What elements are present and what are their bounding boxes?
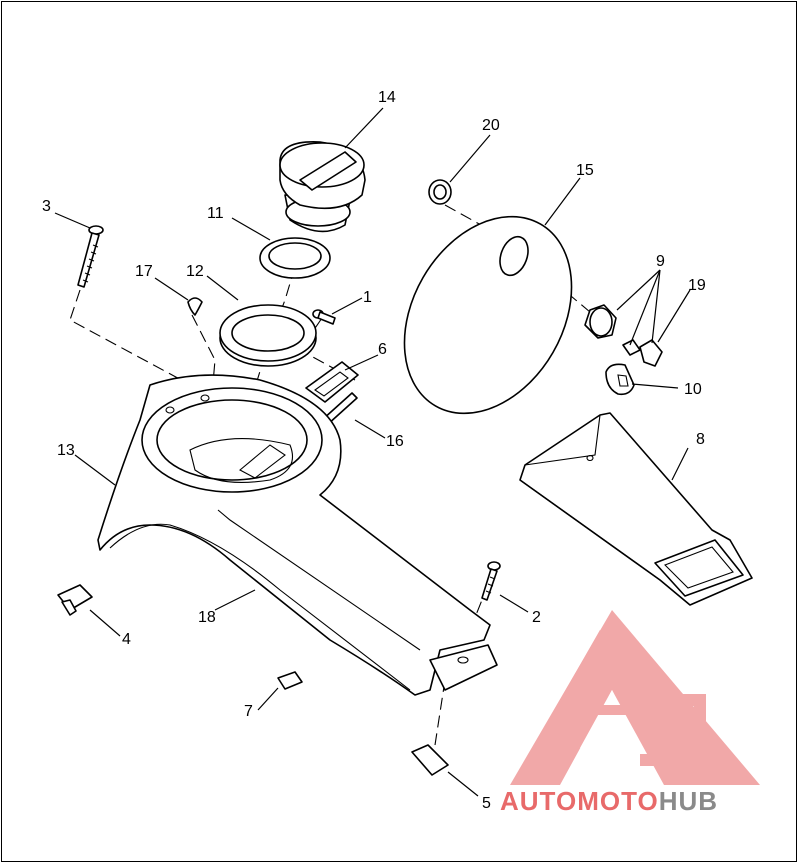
callout-3: 3 [42,198,51,215]
part-seal-ring-11 [259,237,331,279]
leader-3 [54,212,91,229]
part-plug-17 [187,297,203,316]
part-lock-cover-10 [605,363,635,396]
callout-16: 16 [386,433,404,450]
leader-4 [89,609,121,637]
callout-17: 17 [135,263,153,280]
part-clip-4 [57,584,93,616]
part-door-15 [403,215,573,415]
leader-16 [354,419,386,439]
part-bracket-6 [305,361,359,403]
callout-19: 19 [688,277,706,294]
leader-8 [671,447,689,481]
leader-11 [231,217,271,241]
part-console-13 [97,374,491,696]
leader-14 [344,107,384,149]
callout-18: 18 [198,609,216,626]
callout-1: 1 [363,289,372,306]
wordmark-hub: HUB [659,786,718,816]
part-console-bracket-18 [429,644,498,691]
part-grommet-20 [428,179,452,205]
leader-5 [447,771,479,797]
part-screw-3 [77,225,104,288]
leader-9b [629,269,661,346]
part-gasket-12 [219,304,317,367]
automotohub-wordmark: AUTOMOTOHUB [500,786,718,816]
dash-screw3-to-console [69,289,201,391]
callout-15: 15 [576,162,594,179]
leader-10 [631,383,679,389]
leader-9a [616,269,661,311]
leader-13 [74,454,116,486]
part-clip-5 [411,744,449,776]
part-pad-8 [519,412,753,606]
leader-18 [214,589,256,611]
leader-9c [651,269,661,344]
dash-console-to-clip5 [434,679,446,746]
wordmark-auto: AUTO [500,786,577,816]
callout-14: 14 [378,89,396,106]
leader-15 [544,177,581,226]
callout-10: 10 [684,381,702,398]
leader-6 [344,354,379,371]
callout-2: 2 [532,609,541,626]
leader-1 [331,297,363,315]
callout-20: 20 [482,117,500,134]
callout-7: 7 [244,703,253,720]
callout-9: 9 [656,253,665,270]
callout-12: 12 [186,263,204,280]
callout-5: 5 [482,795,491,812]
leader-20 [449,134,491,183]
callout-13: 13 [57,442,75,459]
leader-12 [206,275,239,301]
part-screw-1 [312,309,336,325]
part-screw-2 [481,561,501,601]
callout-4: 4 [122,631,131,648]
part-key-19 [639,339,663,367]
callout-11: 11 [207,205,224,222]
part-fuel-cap [279,141,366,233]
callout-6: 6 [378,341,387,358]
wordmark-moto: MOTO [577,786,659,816]
leader-2 [499,594,529,613]
automotohub-logo-mark [510,610,760,785]
leader-7 [257,687,279,711]
leader-19 [657,289,691,343]
callout-8: 8 [696,431,705,448]
part-clip-7 [277,671,303,690]
leader-17 [154,277,189,301]
part-lock-9 [584,304,617,339]
